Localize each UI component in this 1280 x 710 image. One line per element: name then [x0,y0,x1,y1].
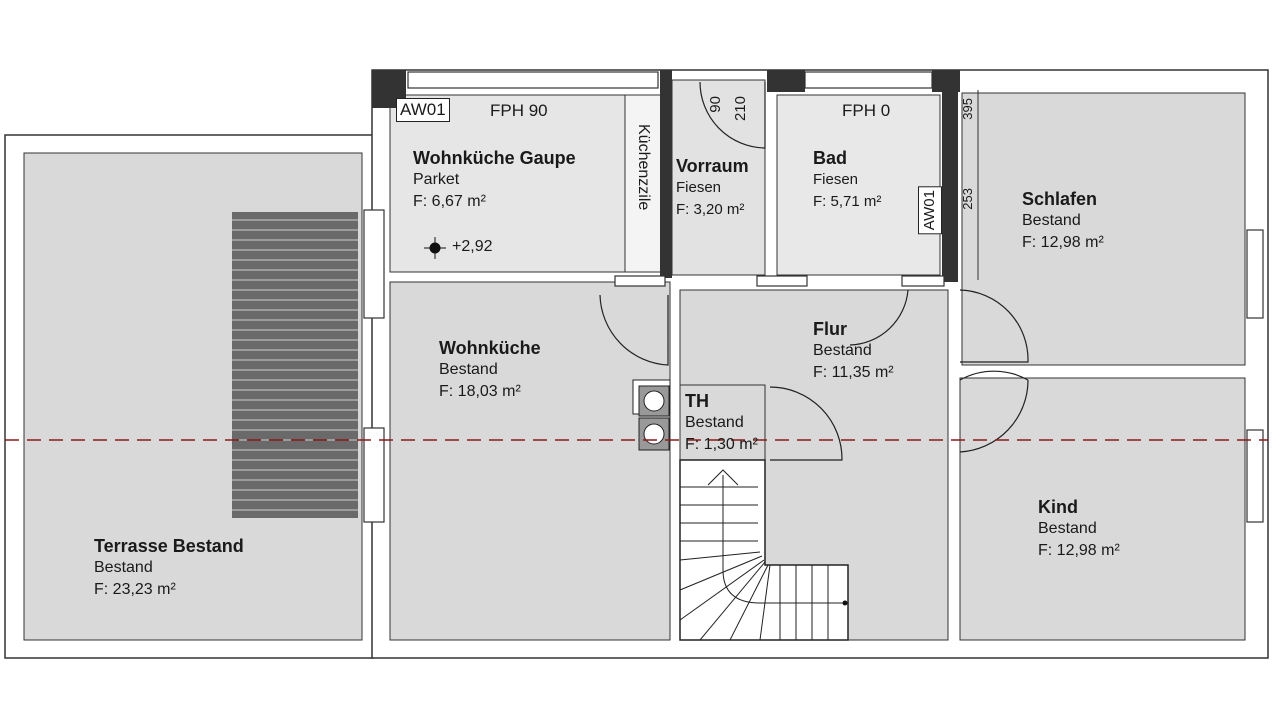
wall-bad-right [942,92,958,282]
staircase [679,459,849,641]
door-height-label: 210 [732,96,749,122]
kitchen-counter [624,94,664,273]
vorraum-floor [671,79,766,276]
window-kind [1246,429,1264,523]
terrace-door-lower [363,427,385,523]
door-swings [599,81,1029,461]
th-floor [679,384,766,461]
wall-stub [756,275,808,287]
kitchen-counter-label: Küchenzzile [635,124,652,211]
door-width-label: 90 [707,96,724,113]
dimension-label: 395 [960,98,975,120]
chimney [632,379,671,451]
dimension-label: 253 [960,188,975,210]
window-gaupe [407,71,659,89]
wall-vorraum-left [660,70,672,278]
level-label: +2,92 [452,238,493,255]
schlafen-floor [961,92,1246,366]
wohnkueche-floor [389,281,671,641]
level-marker-icon [424,237,446,259]
window-bad [804,71,933,89]
fph-label: FPH 90 [490,101,548,120]
wall-stub [614,275,666,287]
wall-type-tag: AW01 [396,98,450,122]
wall-bad-top [767,70,805,92]
kind-floor [959,377,1246,641]
gaupe-floor [389,94,626,273]
window-schlafen [1246,229,1264,319]
wall-bad-right-top [932,70,960,92]
wall-stub [901,275,945,287]
terrace-door-upper [363,209,385,319]
fph-label: FPH 0 [842,101,891,120]
bad-floor [776,94,941,276]
wall-type-tag: AW01 [918,186,942,235]
terrace-grating [232,212,358,518]
